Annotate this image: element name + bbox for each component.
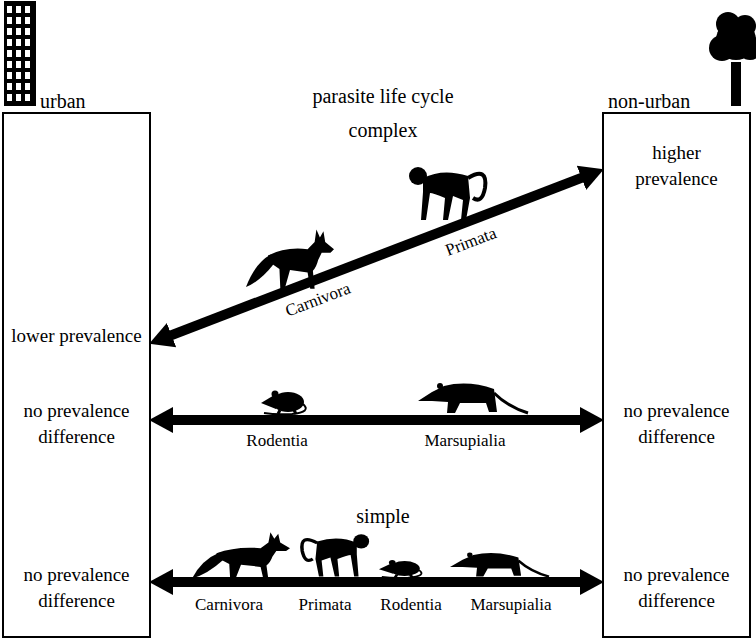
- monkey-silhouette: [409, 167, 485, 220]
- taxon-label: Rodentia: [380, 595, 441, 615]
- section-label: complex: [349, 119, 418, 142]
- fox-silhouette: [192, 532, 290, 580]
- prevalence-text: higher prevalence: [609, 140, 744, 192]
- taxon-label: Carnivora: [195, 595, 263, 615]
- taxon-label: Primata: [299, 595, 352, 615]
- prevalence-text: no prevalence difference: [9, 562, 144, 614]
- habitat-box: urbanlower prevalenceno prevalence diffe…: [2, 112, 151, 638]
- opossum-silhouette: [418, 383, 528, 413]
- taxon-label: Primata: [443, 223, 500, 261]
- building-icon: [4, 1, 36, 106]
- taxon-label: Carnivora: [283, 279, 354, 322]
- taxon-label: Marsupialia: [424, 431, 505, 451]
- habitat-heading: urban: [40, 88, 86, 114]
- tree-icon: [709, 12, 756, 106]
- double-arrow: [171, 577, 582, 587]
- prevalence-text: lower prevalence: [9, 323, 144, 349]
- monkey-silhouette: [302, 534, 369, 576]
- taxon-label: Rodentia: [246, 431, 307, 451]
- habitat-box: non-urbanhigher prevalenceno prevalence …: [602, 112, 751, 638]
- prevalence-text: no prevalence difference: [609, 398, 744, 450]
- rat-silhouette: [379, 560, 422, 578]
- section-label: parasite life cycle: [312, 85, 453, 108]
- prevalence-text: no prevalence difference: [609, 562, 744, 614]
- double-arrow: [171, 415, 582, 425]
- opossum-silhouette: [450, 553, 549, 577]
- prevalence-text: no prevalence difference: [9, 398, 144, 450]
- section-label: simple: [356, 505, 409, 528]
- habitat-heading: non-urban: [608, 88, 690, 114]
- double-arrow: [170, 177, 584, 336]
- rat-silhouette: [261, 391, 306, 415]
- taxon-label: Marsupialia: [470, 595, 551, 615]
